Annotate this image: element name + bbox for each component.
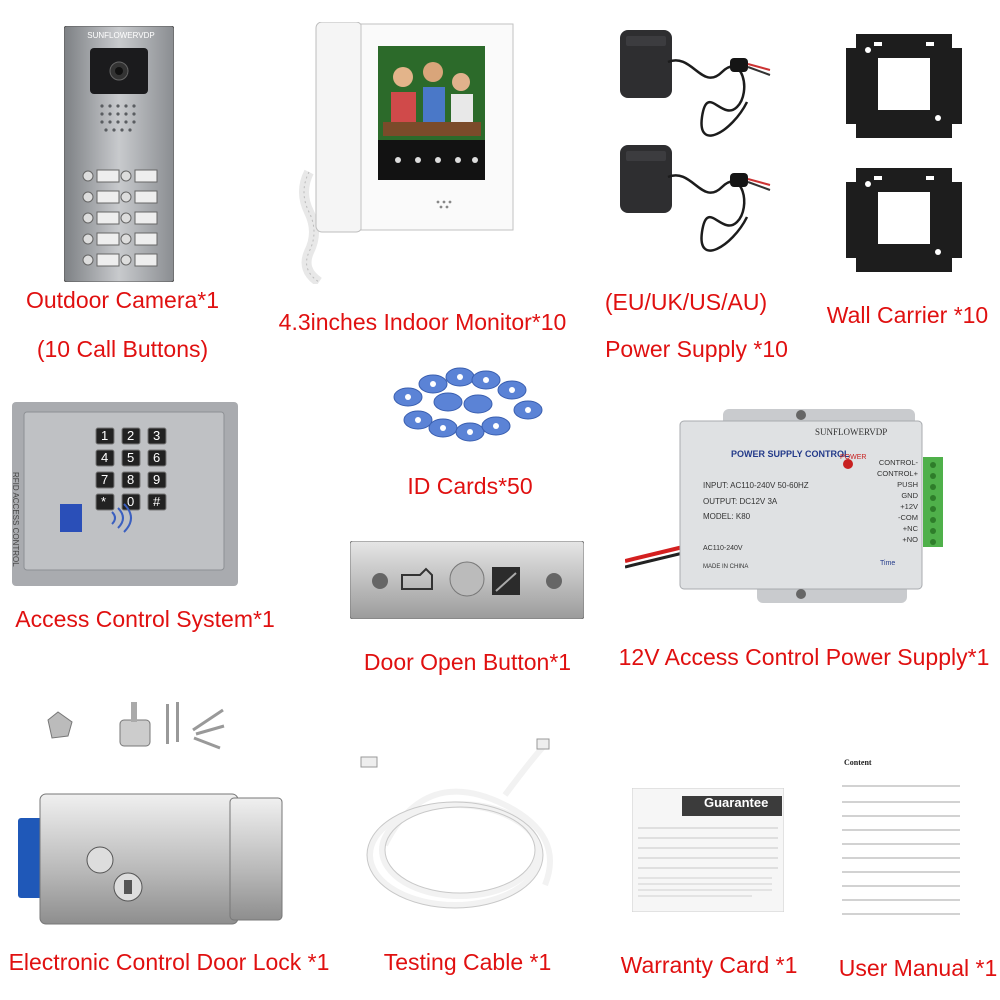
key-0: 0	[127, 494, 135, 509]
door-lock-image	[18, 700, 290, 932]
terminal-control-plus: CONTROL+	[876, 469, 918, 478]
terminal-no: +NO	[902, 535, 918, 544]
door-button-image	[350, 541, 584, 619]
psu-brand: SUNFLOWERVDP	[815, 427, 888, 437]
key-6: 6	[153, 450, 161, 465]
key-1: 1	[101, 428, 109, 443]
psu-spec-model: MODEL: K80	[703, 512, 751, 521]
psu-title: POWER SUPPLY CONTROL	[731, 449, 850, 459]
wall-carrier-image	[838, 28, 970, 276]
psu-image	[625, 409, 947, 605]
access-control-keys: 1 2 3 4 5 6 7 8 9 * 0 #	[96, 428, 176, 524]
key-9: 9	[153, 472, 161, 487]
terminal-gnd: GND	[901, 491, 918, 500]
psu-terminals: CONTROL- CONTROL+ PUSH GND +12V -COM +NC…	[862, 457, 918, 545]
indoor-monitor-image	[283, 22, 528, 284]
indoor-monitor-caption: 4.3inches Indoor Monitor*10	[278, 309, 567, 335]
access-control-image	[12, 402, 238, 586]
access-control-caption: Access Control System*1	[15, 606, 275, 632]
key-4: 4	[101, 450, 109, 465]
id-cards-caption: ID Cards*50	[407, 473, 533, 499]
cable-image	[355, 735, 585, 925]
key-hash: #	[153, 494, 161, 509]
key-3: 3	[153, 428, 161, 443]
terminal-nc: +NC	[902, 524, 918, 533]
door-button-caption: Door Open Button*1	[363, 649, 572, 675]
terminal-12v: +12V	[900, 502, 918, 511]
power-adapter-subcaption: Power Supply *10	[605, 336, 788, 362]
warranty-caption: Warranty Card *1	[620, 952, 798, 978]
manual-caption: User Manual *1	[838, 955, 998, 981]
manual-heading: Content	[844, 758, 872, 767]
outdoor-camera-caption: Outdoor Camera*1	[25, 287, 220, 313]
access-control-panel-text: RFID ACCESS CONTROL	[11, 472, 20, 567]
key-star: *	[101, 494, 107, 509]
outdoor-camera-brand: SUNFLOWERVDP	[87, 31, 155, 40]
cable-caption: Testing Cable *1	[383, 949, 552, 975]
terminal-com: -COM	[898, 513, 918, 522]
warranty-title: Guarantee	[704, 795, 769, 810]
psu-made-in: MADE IN CHINA	[703, 564, 749, 570]
psu-ac-label: AC110-240V	[703, 545, 743, 552]
key-8: 8	[127, 472, 135, 487]
power-adapter-caption: (EU/UK/US/AU)	[604, 289, 768, 315]
psu-time-label: Time	[880, 560, 896, 567]
warranty-image	[632, 788, 784, 912]
outdoor-camera-image	[64, 26, 174, 282]
psu-spec-input: INPUT: AC110-240V 50-60HZ	[703, 481, 809, 490]
key-2: 2	[127, 428, 135, 443]
key-5: 5	[127, 450, 135, 465]
manual-image	[836, 760, 966, 920]
psu-spec-output: OUTPUT: DC12V 3A	[703, 497, 778, 506]
terminal-control-minus: CONTROL-	[878, 458, 918, 467]
wall-carrier-caption: Wall Carrier *10	[826, 302, 989, 328]
door-lock-caption: Electronic Control Door Lock *1	[8, 949, 330, 975]
outdoor-camera-subcaption: (10 Call Buttons)	[36, 336, 209, 362]
psu-caption: 12V Access Control Power Supply*1	[618, 644, 990, 670]
id-cards-image	[378, 362, 548, 450]
psu-power-label: POWER	[840, 454, 867, 461]
key-7: 7	[101, 472, 109, 487]
terminal-push: PUSH	[897, 480, 918, 489]
power-adapter-image	[612, 22, 782, 254]
